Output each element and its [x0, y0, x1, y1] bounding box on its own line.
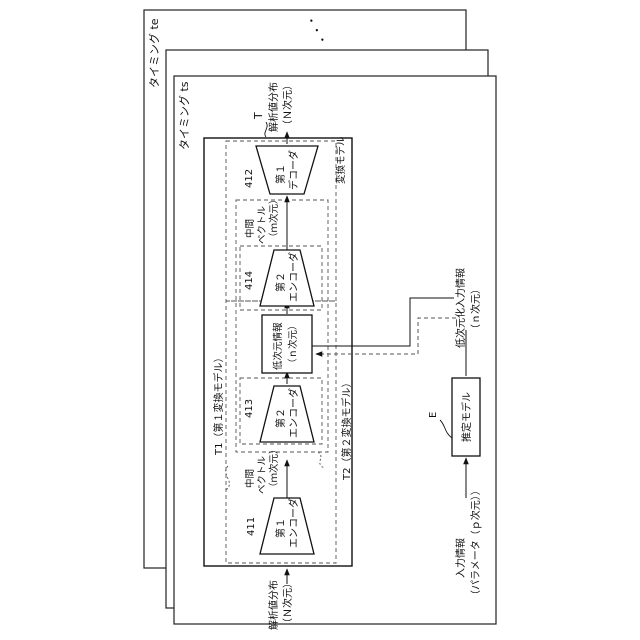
mid-vector-left-line2: ベクトル	[257, 455, 268, 494]
t1-label: T1（第１変換モデル）	[212, 353, 225, 456]
second-encoder-a-ref: 413	[244, 399, 255, 418]
first-encoder-line2: エンコーダ	[287, 498, 300, 548]
sheet-ts-label: タイミング ts	[177, 81, 191, 150]
second-encoder-b-line1: 第２	[274, 272, 287, 292]
low-dim-info-box	[262, 315, 312, 373]
estimator-ref: E	[428, 412, 439, 418]
lowdim-input-line1: 低次元化入力情報	[454, 268, 467, 348]
mid-vector-left-line3: （ｍ次元）	[268, 444, 280, 492]
mid-vector-right-line1: 中間	[244, 219, 256, 238]
first-decoder-ref: 412	[244, 169, 255, 188]
mid-vector-right-line2: ベクトル	[257, 205, 268, 244]
first-decoder-line1: 第１	[274, 164, 287, 184]
low-dim-info-line2: （ｎ次元）	[287, 320, 299, 368]
second-encoder-a-line1: 第２	[274, 408, 287, 428]
output-dist-line2: （Ｎ次元）	[281, 80, 294, 130]
first-decoder-line2: デコーダ	[287, 150, 300, 190]
input-info-line2: （パラメータ（ｐ次元））	[469, 485, 482, 600]
sheet-te-label: タイミング te	[147, 18, 161, 88]
second-encoder-b-line2: エンコーダ	[287, 252, 300, 302]
input-info-line1: 入力情報	[454, 538, 467, 578]
lowdim-input-line2: （ｎ次元）	[469, 284, 482, 334]
low-dim-info-line1: 低次元情報	[272, 322, 284, 370]
mid-vector-right-line3: （ｍ次元）	[268, 194, 280, 242]
first-encoder-line1: 第１	[274, 518, 287, 538]
second-encoder-b-ref: 414	[244, 271, 255, 290]
sheet-ts	[174, 76, 496, 624]
conversion-model-label: 変換モデル	[335, 136, 347, 184]
t2-label: T2（第２変換モデル）	[340, 378, 353, 481]
second-encoder-a-line2: エンコーダ	[287, 388, 300, 438]
input-dist-line2: （Ｎ次元）	[281, 578, 294, 628]
output-dist-line1: 解析値分布	[267, 82, 280, 132]
first-encoder-ref: 411	[246, 517, 257, 536]
input-dist-line1: 解析値分布	[267, 580, 280, 630]
model-ref-t: T	[252, 112, 265, 120]
mid-vector-left-line1: 中間	[244, 469, 256, 488]
estimator-model-label: 推定モデル	[460, 392, 473, 442]
